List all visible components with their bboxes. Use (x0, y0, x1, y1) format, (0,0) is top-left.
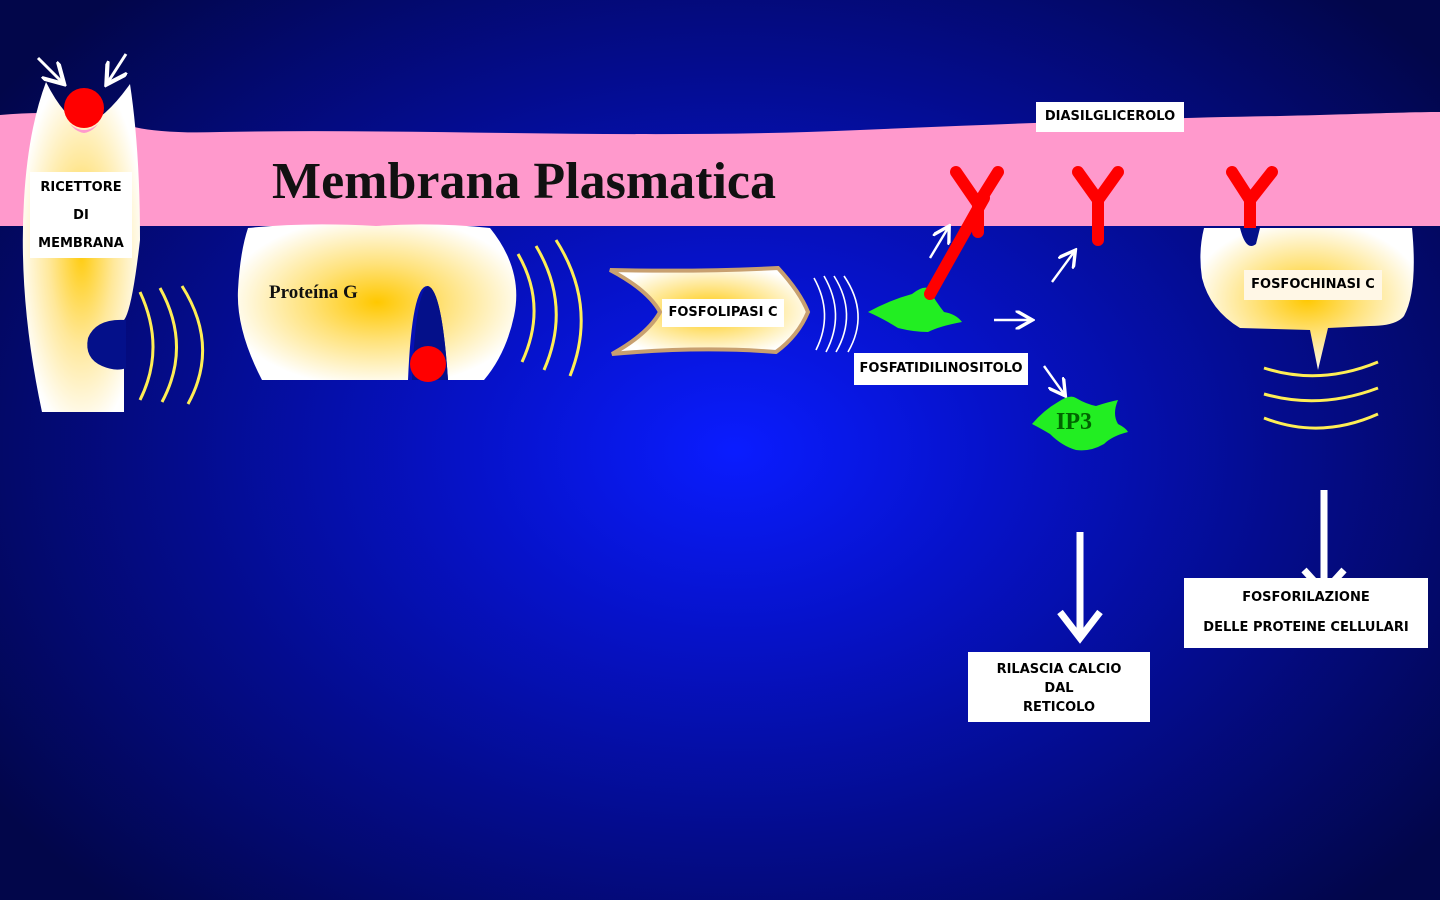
receptor-label-line-2: DI (73, 208, 89, 223)
gdp-gtp-ball (410, 346, 446, 382)
g-protein (237, 224, 517, 382)
phosphorylation-line-2: DELLE PROTEINE CELLULARI (1203, 620, 1409, 635)
ligand-arrow-left-icon (36, 56, 62, 82)
phosphorylation-label: FOSFORILAZIONE DELLE PROTEINE CELLULARI (1184, 578, 1428, 648)
arrow-down-right-icon (1043, 365, 1064, 394)
arrow-up-right-icon (1051, 252, 1074, 283)
receptor-label-line-1: RICETTORE (40, 180, 122, 195)
ligand (64, 88, 104, 128)
signal-waves-g-protein (516, 239, 583, 377)
phosphatidylinositol-blob (868, 287, 962, 332)
arrow-up-left-icon (928, 228, 948, 259)
signal-waves-receptor (138, 285, 205, 405)
signal-waves-phosphokinase (1263, 360, 1379, 430)
receptor-binding-pocket (87, 319, 126, 370)
calcium-release-line-1: RILASCIA CALCIO (996, 662, 1122, 677)
signal-waves-phospholipase (813, 275, 859, 353)
phosphokinase-label: FOSFOCHINASI C (1244, 270, 1382, 300)
g-protein-label: Proteína G (269, 282, 358, 303)
big-down-arrow-phosphorylation-icon (1301, 490, 1347, 598)
calcium-release-line-3: RETICOLO (1022, 700, 1096, 715)
plasma-membrane (0, 112, 1440, 226)
big-down-arrow-calcium-icon (1057, 532, 1103, 644)
membrane-title: Membrana Plasmatica (272, 153, 777, 210)
pathway-arrows (928, 228, 1074, 394)
ip3-blob (1032, 396, 1128, 451)
phosphorylation-line-1: FOSFORILAZIONE (1242, 590, 1370, 605)
calcium-release-label: RILASCIA CALCIO DAL RETICOLO (968, 652, 1150, 722)
receptor-label-line-3: MEMBRANA (38, 236, 124, 251)
ip3-label: IP3 (1056, 409, 1092, 435)
diacylglycerol-label: DIASILGLICEROLO (1036, 102, 1184, 132)
receptor-label: RICETTORE DI MEMBRANA (30, 172, 132, 258)
ligand-arrow-right-icon (108, 53, 126, 82)
phosphatidylinositol-label: FOSFATIDILINOSITOLO (854, 353, 1028, 385)
phospholipase-label: FOSFOLIPASI C (662, 299, 784, 327)
calcium-release-line-2: DAL (1044, 681, 1074, 696)
